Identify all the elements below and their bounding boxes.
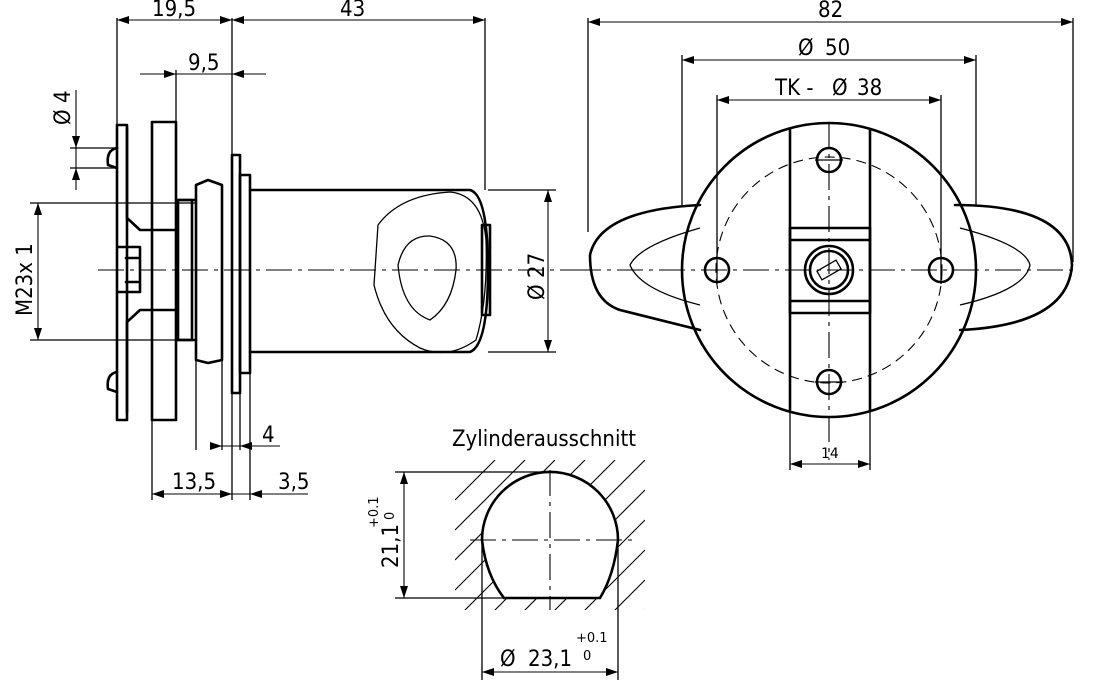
phi-symbol: Ø	[51, 109, 76, 125]
dim-tk-prefix: TK -	[774, 76, 814, 101]
dim-4: 4	[262, 423, 275, 448]
phi-symbol-23: Ø	[500, 647, 516, 672]
cylinder-cutout: Zylinderausschnitt 21,1 +0.1 0 Ø 23,1 +0…	[367, 427, 645, 680]
dim-phi-27: 27	[525, 253, 550, 278]
side-dimensions: 19,5 43 9,5 Ø 4 M23x 1 Ø 27	[13, 0, 556, 498]
dim-tk-38: 38	[857, 76, 882, 101]
phi-symbol-38: Ø	[832, 76, 848, 101]
tol-plus-v: +0.1	[367, 496, 382, 528]
dim-14: 14	[821, 446, 839, 462]
front-dimensions: 82 Ø 50 TK - Ø 38 14	[588, 0, 1073, 468]
dim-m23: M23x 1	[13, 243, 38, 316]
dim-23-1: 23,1	[528, 647, 572, 672]
dim-82: 82	[818, 0, 843, 23]
tol-zero-v: 0	[383, 512, 398, 520]
dim-phi-50: 50	[825, 36, 850, 61]
dim-21-1: 21,1	[379, 524, 404, 568]
phi-symbol-27: Ø	[525, 284, 550, 300]
tol-zero-h: 0	[583, 649, 591, 664]
dim-19-5: 19,5	[152, 0, 196, 22]
dim-phi-4: 4	[51, 90, 76, 103]
tol-plus-h: +0.1	[576, 631, 608, 646]
phi-symbol-50: Ø	[798, 36, 814, 61]
dim-9-5: 9,5	[188, 51, 219, 76]
dim-13-5: 13,5	[172, 470, 216, 495]
front-view	[575, 18, 1075, 470]
dim-43: 43	[340, 0, 365, 22]
dim-3-5: 3,5	[278, 470, 309, 495]
cutout-title: Zylinderausschnitt	[452, 427, 636, 452]
